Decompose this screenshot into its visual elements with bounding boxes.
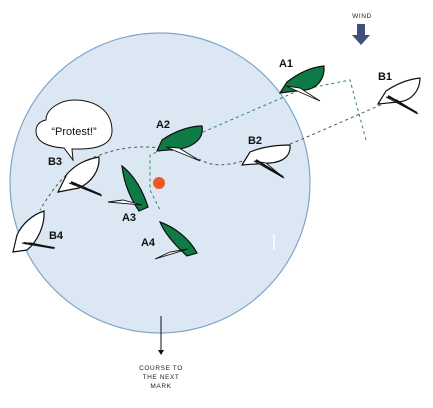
boat-b1: [376, 77, 421, 115]
boat-label-b1: B1: [378, 71, 392, 83]
boat-label-b2: B2: [248, 135, 262, 147]
boat-label-b3: B3: [48, 156, 62, 168]
boat-a1: [278, 65, 325, 102]
boat-label-a2: A2: [156, 119, 170, 131]
course-note-line-2: THE NEXT: [143, 374, 180, 381]
wind-label: WIND: [352, 13, 372, 20]
boat-label-b4: B4: [49, 230, 64, 242]
boat-b2: [240, 144, 291, 179]
course-note-line-1: COURSE TO: [139, 365, 183, 372]
course-arrow-icon: [158, 316, 164, 355]
boat-a2: [156, 125, 203, 162]
course-note-line-3: MARK: [150, 383, 171, 390]
racing-mark: [153, 177, 165, 189]
down-arrow-icon: [352, 24, 370, 45]
boat-label-a4: A4: [141, 237, 156, 249]
boat-label-a1: A1: [279, 58, 293, 70]
boat-a3: [107, 164, 149, 212]
speech-bubble-text: “Protest!”: [51, 126, 97, 138]
boat-label-a3: A3: [122, 212, 136, 224]
boat-a4: [154, 220, 198, 260]
protest-speech-bubble: “Protest!”: [35, 99, 113, 162]
boat-b3: [56, 156, 103, 197]
team-a-track: [149, 79, 367, 211]
boat-b4: [12, 210, 56, 253]
